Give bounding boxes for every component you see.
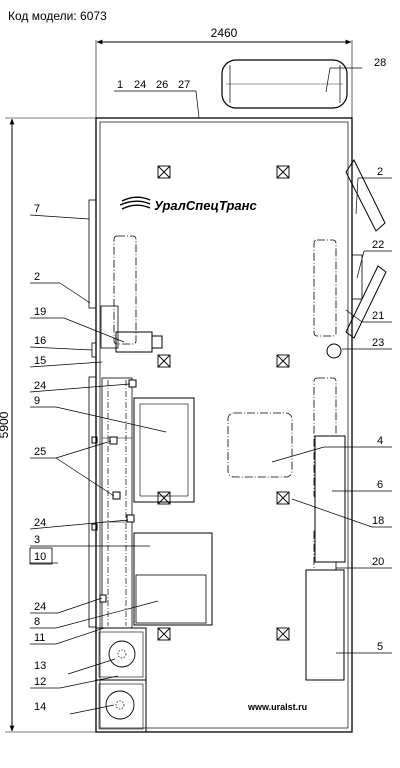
length-dimension: 5900: [0, 411, 11, 438]
callout-21: 21: [372, 310, 384, 322]
callout-25: 25: [34, 446, 46, 458]
item-19-cylinder: [115, 331, 153, 353]
callout-8: 8: [34, 616, 40, 628]
callout-24-c: 24: [34, 517, 46, 529]
callout-18: 18: [372, 515, 384, 527]
right-side-door-21: [345, 265, 387, 339]
light-18-icon: [276, 491, 290, 505]
light-8-icon: [276, 627, 290, 641]
callout-2-left: 2: [34, 271, 40, 283]
callout-16: 16: [34, 335, 46, 347]
callout-6: 6: [377, 479, 383, 491]
tank-13: [108, 640, 136, 668]
callout-4: 4: [377, 435, 383, 447]
callout-23: 23: [372, 337, 384, 349]
item-23-circle: [326, 343, 342, 359]
callout-24-d: 24: [34, 601, 46, 613]
callout-5: 5: [377, 641, 383, 653]
bench-8: [135, 574, 207, 624]
tank-14-center: [115, 700, 125, 710]
left-side-panel: [88, 376, 97, 628]
compartment-13-inner: [98, 631, 144, 678]
callout-15: 15: [34, 355, 46, 367]
callout-24-top: 24: [134, 79, 146, 91]
hardware-24-mid: [126, 514, 135, 523]
light-4-icon: [276, 354, 290, 368]
callout-24-b: 24: [34, 380, 46, 392]
callout-9: 9: [34, 395, 40, 407]
callout-19: 19: [34, 306, 46, 318]
callout-7: 7: [34, 203, 40, 215]
callout-26: 26: [156, 79, 168, 91]
cabinet-9-inner: [139, 403, 189, 497]
left-wall-marker-a: [91, 436, 98, 444]
callout-22: 22: [372, 239, 384, 251]
callout-14: 14: [34, 701, 46, 713]
model-code: Код модели: 6073: [8, 9, 107, 23]
compartment-14-inner: [98, 683, 144, 730]
light-2-icon: [276, 165, 290, 179]
callout-13: 13: [34, 660, 46, 672]
body-inner-wall: [99, 121, 349, 729]
callout-28: 28: [374, 57, 386, 69]
panel-5: [305, 569, 345, 681]
callout-1: 1: [117, 79, 123, 91]
hardware-24-top: [128, 379, 137, 388]
callout-20: 20: [372, 556, 384, 568]
left-wall-marker-b: [91, 523, 98, 531]
callout-12: 12: [34, 676, 46, 688]
left-side-door-7: [88, 199, 97, 309]
website-url: www.uralst.ru: [247, 702, 307, 712]
seat-left-upper: [113, 235, 137, 345]
callout-3: 3: [34, 534, 40, 546]
light-3-icon: [157, 354, 171, 368]
item-19-mount: [100, 305, 119, 349]
hardware-25-top: [109, 436, 118, 445]
bench-3: [133, 532, 213, 626]
right-side-door-2: [345, 159, 386, 232]
light-7-icon: [157, 627, 171, 641]
width-dimension: 2460: [211, 26, 238, 40]
light-1-icon: [157, 165, 171, 179]
callout-leaders: [29, 67, 392, 715]
table-4: [227, 412, 293, 478]
cab-outline: [221, 59, 348, 109]
brand-name: УралСпецТранс: [154, 198, 257, 213]
callout-10: 10: [34, 551, 46, 563]
brand-logo-icon: [119, 196, 151, 210]
callout-11: 11: [34, 632, 45, 644]
tank-14: [105, 690, 135, 720]
callout-2-right: 2: [377, 166, 383, 178]
tank-13-center: [117, 649, 127, 659]
callout-10-box: [29, 547, 53, 565]
item-19-cap: [151, 335, 163, 349]
rack-column-outline: [101, 377, 133, 629]
callout-27: 27: [178, 79, 190, 91]
seat-right-upper: [313, 239, 337, 337]
hardware-25-bottom: [112, 491, 121, 500]
cabinet-9: [133, 397, 195, 503]
panel-6: [314, 435, 346, 563]
ceiling-lights: [157, 165, 290, 641]
right-wall-item-22: [351, 254, 363, 300]
light-5-icon: [157, 491, 171, 505]
